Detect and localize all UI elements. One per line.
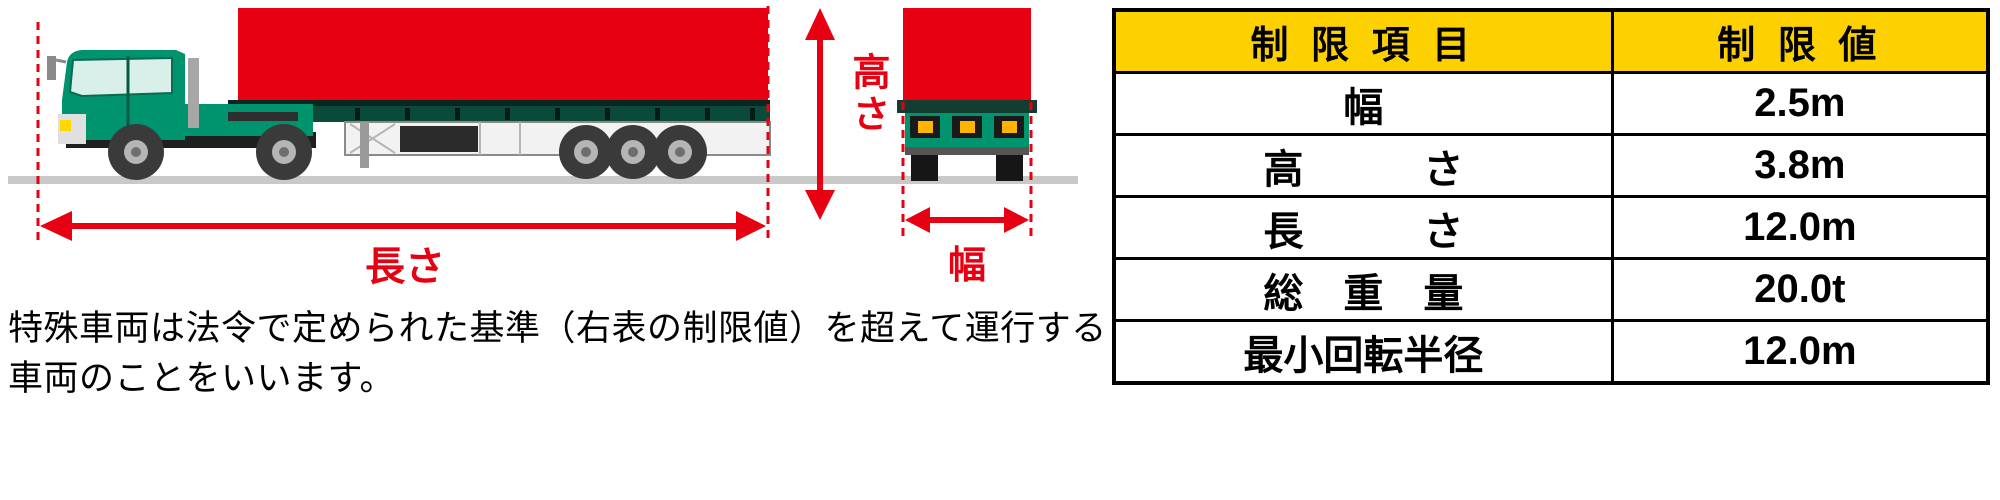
tail-lamps: [910, 116, 1024, 138]
width-label: 幅: [947, 245, 987, 287]
row-value: 2.5m: [1610, 71, 1990, 136]
row-value: 3.8m: [1610, 133, 1990, 198]
table-row-width: 幅 2.5m: [1112, 71, 1990, 136]
cargo-block-side: [238, 8, 768, 100]
height-label: 高さ: [846, 52, 888, 136]
vehicle-illustration: 長さ 高さ 幅: [0, 0, 1090, 300]
table-row-gross-weight: 総 重 量 20.0t: [1112, 257, 1990, 322]
row-item: 最小回転半径: [1112, 319, 1614, 385]
truck-drawing: [8, 6, 1078, 241]
trailer-wheels: [559, 125, 707, 179]
truck-side-view: [47, 8, 771, 180]
table-row-height: 高 さ 3.8m: [1112, 133, 1990, 198]
road-line: [8, 176, 1078, 184]
table-row-length: 長 さ 12.0m: [1112, 195, 1990, 260]
side-mirror: [47, 56, 56, 80]
row-item: 長 さ: [1112, 195, 1614, 260]
width-arrow: [905, 207, 1029, 233]
headlight: [60, 120, 71, 131]
caption-text: 特殊車両は法令で定められた基準（右表の制限値）を超えて運行する車両のことをいいま…: [8, 309, 1107, 399]
row-item: 高 さ: [1112, 133, 1614, 198]
row-value: 12.0m: [1610, 195, 1990, 260]
cab-window: [68, 56, 173, 98]
table-header-row: 制 限 項 目 制 限 値: [1112, 8, 1990, 74]
row-item: 幅: [1112, 71, 1614, 136]
dimension-guides: [36, 6, 1033, 240]
row-value: 12.0m: [1610, 319, 1990, 385]
length-label: 長さ: [365, 245, 445, 289]
row-value: 20.0t: [1610, 257, 1990, 322]
tractor-wheels: [108, 124, 312, 180]
header-limit-value: 制 限 値: [1610, 8, 1990, 74]
row-item: 総 重 量: [1112, 257, 1614, 322]
limits-table: 制 限 項 目 制 限 値 幅 2.5m 高 さ 3.8m 長 さ 12.0m …: [1112, 8, 1990, 385]
table-row-min-turning-radius: 最小回転半径 12.0m: [1112, 319, 1990, 385]
height-arrow: [805, 8, 835, 220]
cargo-block-rear: [903, 8, 1031, 100]
length-arrow: [40, 211, 766, 241]
header-limit-item: 制 限 項 目: [1112, 8, 1614, 74]
truck-rear-view: [897, 8, 1037, 181]
